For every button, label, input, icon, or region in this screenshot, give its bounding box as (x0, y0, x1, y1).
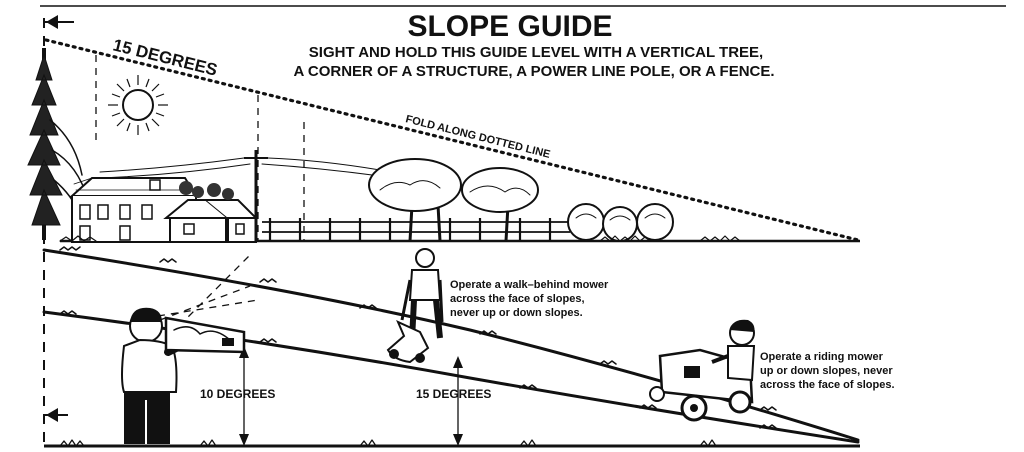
riding-mower-note-line-2: up or down slopes, never (760, 365, 893, 377)
subtitle-line-2: A CORNER OF A STRUCTURE, A POWER LINE PO… (293, 63, 774, 80)
ground-grass (59, 439, 717, 447)
viewer-person (121, 307, 200, 444)
walk-mower-note-line-1: Operate a walk–behind mower (450, 279, 609, 291)
riding-mower-note-line-1: Operate a riding mower (760, 351, 884, 363)
shrubs (179, 181, 234, 200)
slope-grass-lower (59, 310, 777, 429)
round-bushes (567, 203, 674, 242)
house (69, 177, 259, 243)
guide-card (164, 316, 246, 354)
subtitle-line-1: SIGHT AND HOLD THIS GUIDE LEVEL WITH A V… (309, 44, 763, 61)
angle-label-15: 15 DEGREES (416, 387, 491, 401)
angle-label-10: 10 DEGREES (200, 387, 275, 401)
background-trees (368, 158, 539, 242)
angle-marker-15 (453, 356, 463, 446)
riding-mower-note-line-3: across the face of slopes. (760, 379, 895, 391)
fold-label: FOLD ALONG DOTTED LINE (404, 113, 551, 161)
left-arrow-icon (44, 408, 68, 422)
power-line-pole (99, 150, 381, 241)
page-title: SLOPE GUIDE (407, 10, 612, 43)
fold-dotted-line (44, 38, 860, 242)
walk-mower-note-line-3: never up or down slopes. (450, 307, 583, 319)
walk-behind-mower (386, 320, 430, 364)
horizon-grass (59, 235, 741, 242)
riding-mower-operator (711, 319, 756, 382)
walk-mower-note-line-2: across the face of slopes, (450, 293, 585, 305)
sun-icon (108, 75, 168, 135)
slope-grass-upper (59, 246, 777, 411)
fence (262, 218, 570, 241)
vertical-tree (27, 48, 89, 240)
left-arrow-icon (44, 15, 74, 29)
guide-angle-label: 15 DEGREES (111, 35, 219, 79)
